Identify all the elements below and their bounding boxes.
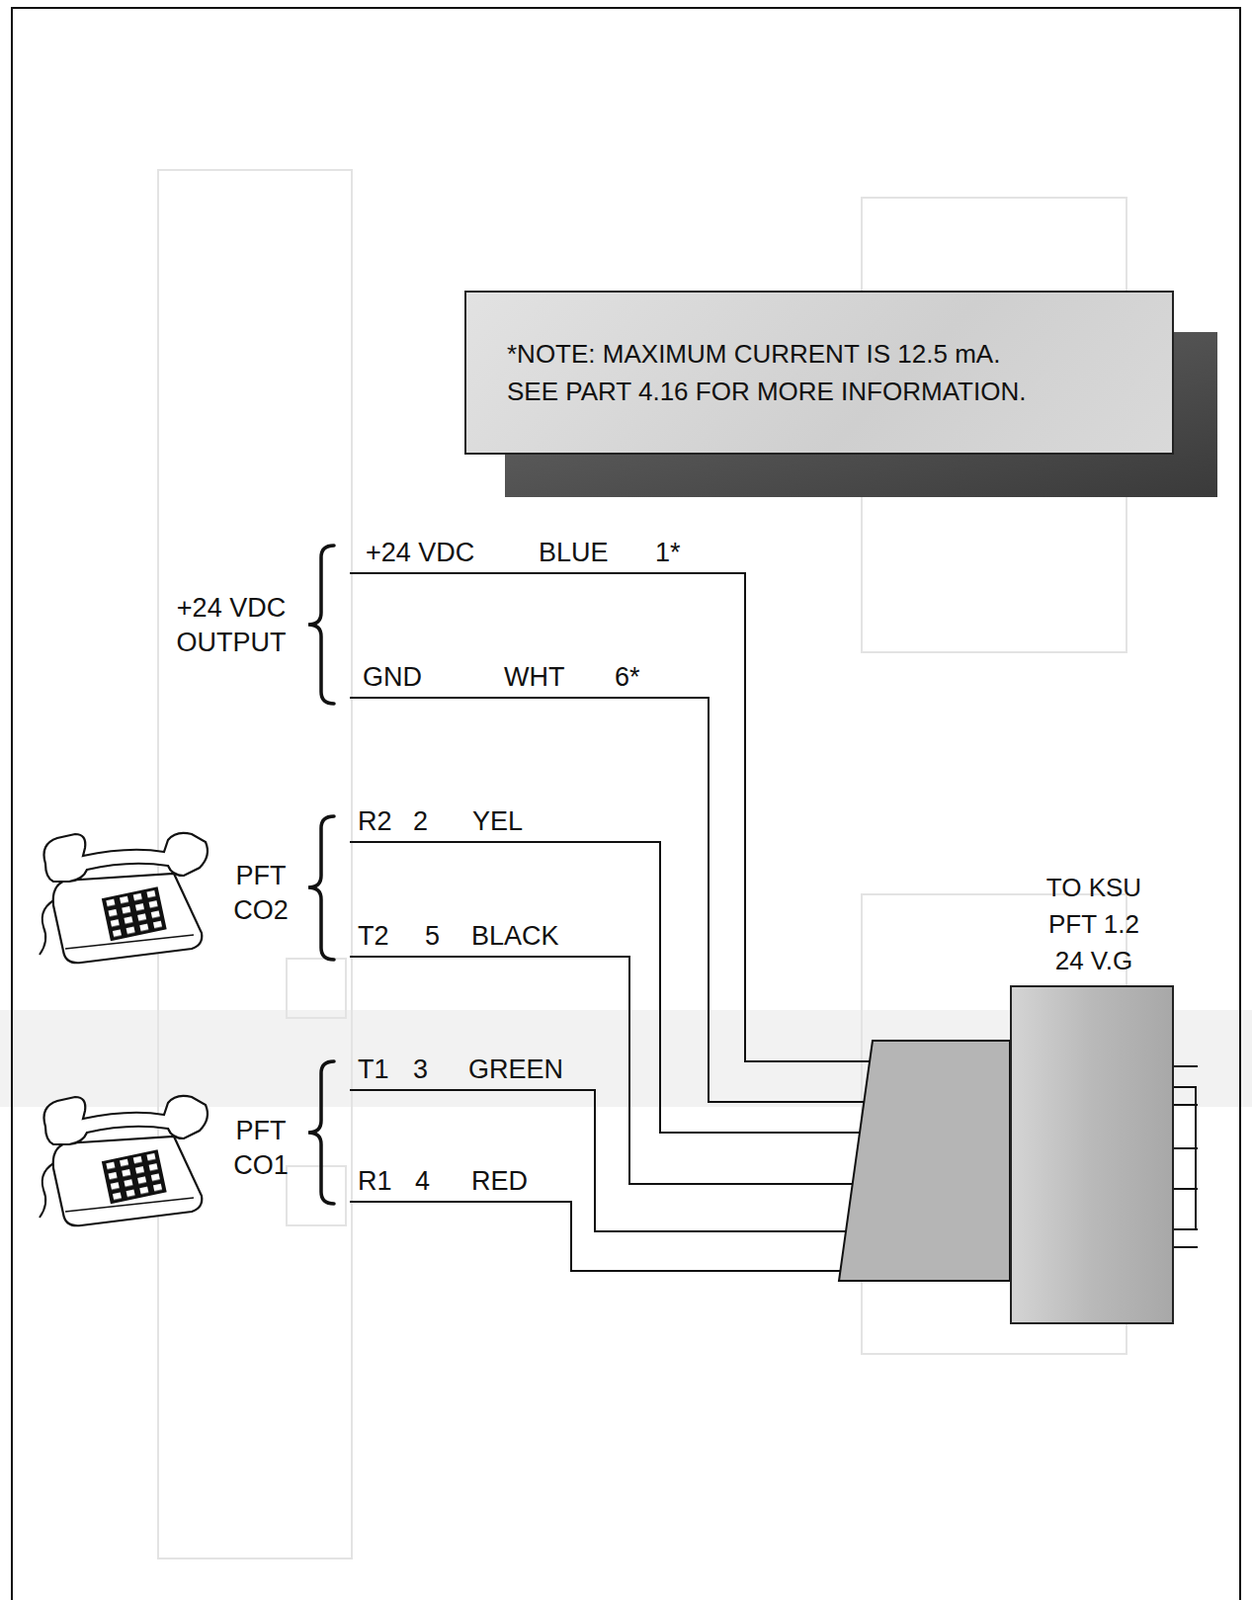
ghost-background [286, 958, 346, 1018]
telephone-icon [39, 1095, 208, 1226]
label-slot: PFT CO2 [215, 858, 307, 928]
wire [349, 573, 870, 1271]
label-slot: 2 [413, 804, 428, 839]
wire [349, 841, 860, 1133]
wire-color: YEL [472, 804, 523, 839]
connector-pins [1173, 1246, 1198, 1249]
line-label: PFT CO2 [215, 858, 307, 928]
label-slot: +24 VDC [365, 535, 475, 571]
wire [349, 697, 864, 1102]
label-slot: 5 [424, 918, 440, 954]
ghost-background [286, 1166, 346, 1226]
pin-number: 4 [415, 1164, 430, 1199]
note-text: *NOTE: MAXIMUM CURRENT IS 12.5 mA. SEE P… [466, 334, 1150, 411]
bracket [308, 1061, 334, 1204]
label-slot: WHT [503, 660, 565, 695]
connector-pins [1173, 1187, 1198, 1190]
wire [349, 573, 870, 1062]
bracket [308, 545, 334, 704]
label-slot: PFT CO1 [215, 1113, 307, 1183]
label-slot: T1 [357, 1052, 390, 1087]
signal-name: +24 VDC [365, 535, 475, 571]
telephone-icon [39, 833, 208, 963]
output-label: +24 VDC OUTPUT [156, 590, 307, 661]
cable-clamp [838, 1040, 1010, 1281]
pin-number: 1* [655, 535, 681, 571]
connector-plug: TO KSU PFT 1.2 24 V.G [1009, 985, 1174, 1325]
signal-name: T2 [357, 918, 390, 954]
wire-color: BLACK [471, 918, 560, 954]
plug-heading: TO KSU PFT 1.2 24 V.G [1032, 869, 1156, 980]
pin-number: 2 [413, 804, 428, 839]
wire-color: WHT [503, 660, 565, 695]
page-frame [11, 7, 1241, 1600]
ghost-background [0, 169, 1252, 1559]
label-slot: 4 [415, 1164, 430, 1199]
wire-color: RED [471, 1164, 528, 1199]
label-slot: YEL [472, 804, 523, 839]
note-box: *NOTE: MAXIMUM CURRENT IS 12.5 mA. SEE P… [464, 290, 1174, 455]
label-slot: RED [471, 1164, 528, 1199]
signal-name: GND [362, 660, 422, 695]
label-slot: BLUE [538, 535, 609, 571]
wire-color: BLUE [538, 535, 609, 571]
label-slot: BLACK [471, 918, 560, 954]
label-slot: GND [362, 660, 422, 695]
connector-pins [1173, 1228, 1198, 1231]
connector-label: TO KSU PFT 1.2 24 V.G [1032, 869, 1156, 980]
page-frame [11, 7, 1241, 1600]
label-slot: 6* [614, 660, 641, 695]
connector-pins [1173, 1086, 1196, 1230]
label-slot: 3 [413, 1052, 428, 1087]
pin-number: 6* [614, 660, 641, 695]
label-slot: GREEN [468, 1052, 564, 1087]
connector-pins [1173, 1065, 1198, 1068]
signal-name: R2 [357, 804, 393, 839]
label-slot: 1* [655, 535, 681, 571]
telephone-icon [39, 833, 208, 1226]
label-slot: T2 [357, 918, 390, 954]
signal-name: R1 [357, 1164, 393, 1199]
wire [349, 956, 853, 1184]
connector-pins [1173, 1147, 1198, 1150]
bracket [308, 816, 334, 960]
connector-pins [1173, 1103, 1198, 1106]
connector-pins [1173, 1066, 1198, 1248]
pin-number: 3 [413, 1052, 428, 1087]
wire-color: GREEN [468, 1052, 564, 1087]
pin-number: 5 [424, 918, 440, 954]
label-slot: +24 VDC OUTPUT [156, 590, 307, 661]
label-slot: R1 [357, 1164, 393, 1199]
label-slot: R2 [357, 804, 393, 839]
bracket [308, 545, 334, 1204]
line-label: PFT CO1 [215, 1113, 307, 1183]
wire [349, 1089, 846, 1232]
signal-name: T1 [357, 1052, 390, 1087]
wire [349, 1201, 840, 1271]
